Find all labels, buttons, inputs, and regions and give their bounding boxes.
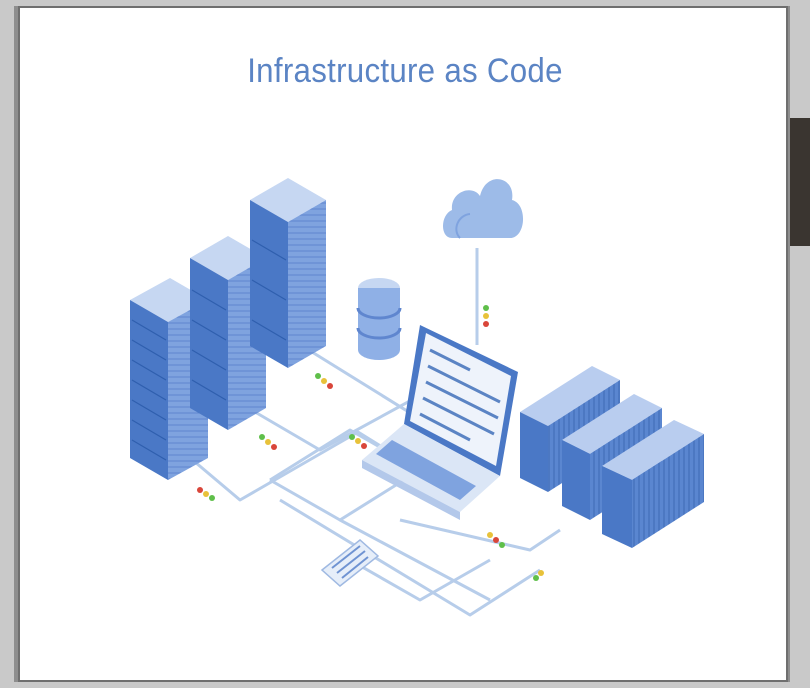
side-tab [790,118,810,246]
network-lines [194,248,561,617]
diagram-title: Infrastructure as Code [247,52,563,90]
database-icon [356,278,402,360]
document-icon [320,539,380,587]
container-icon [602,420,704,548]
cloud-icon [443,179,524,239]
laptop-icon [362,325,518,520]
server-rack-icon [250,178,326,368]
status-indicators [197,305,544,581]
